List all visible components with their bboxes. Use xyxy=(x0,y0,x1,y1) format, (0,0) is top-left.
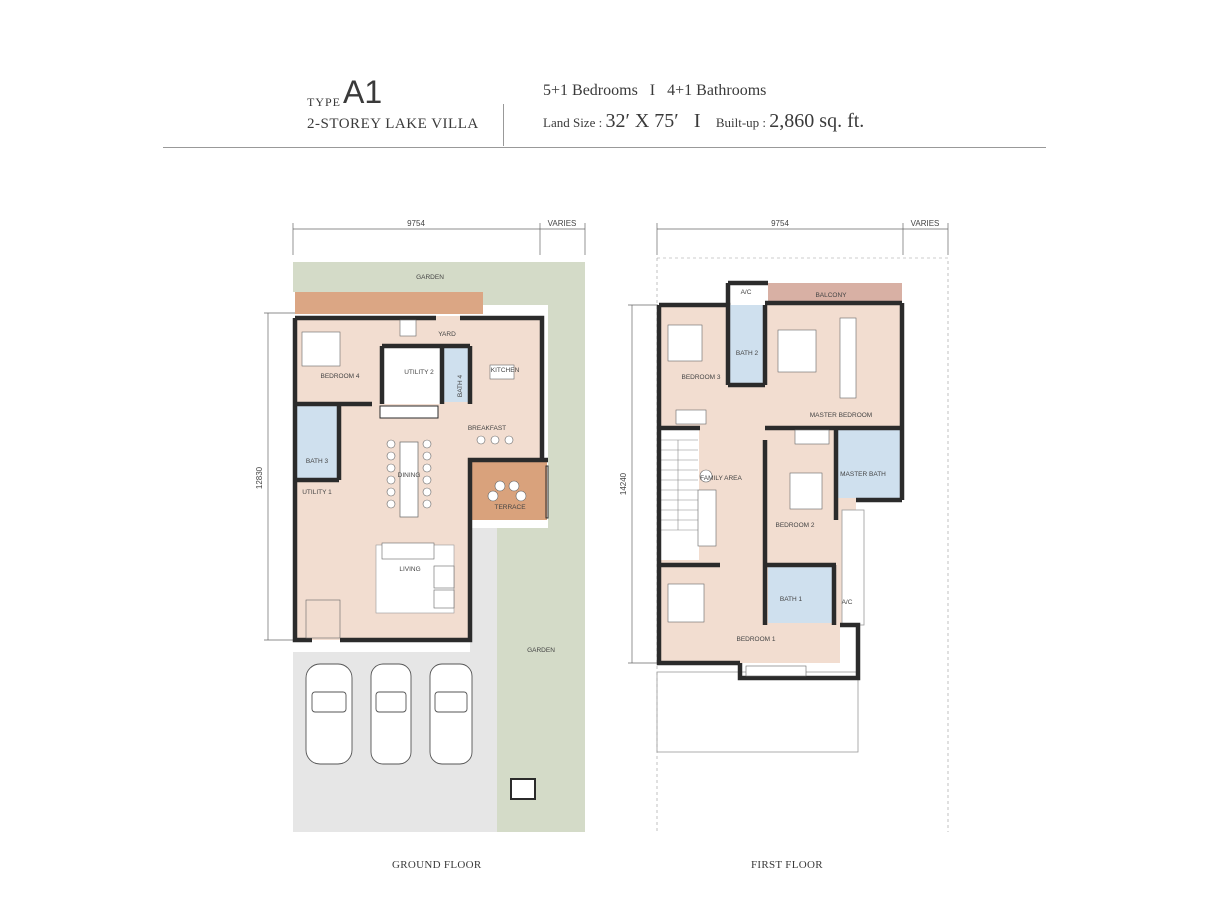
ff-label-master-bath: MASTER BATH xyxy=(840,471,886,478)
gf-label-living: LIVING xyxy=(399,566,420,573)
gf-label-bath4: BATH 4 xyxy=(457,374,464,397)
land-size-value: 32′ X 75′ xyxy=(605,110,679,132)
gf-label-utility1: UTILITY 1 xyxy=(302,489,332,496)
gf-label-utility2: UTILITY 2 xyxy=(404,369,434,376)
header-divider xyxy=(503,104,504,146)
ff-stair-void xyxy=(659,430,699,560)
gf-garden xyxy=(293,262,585,832)
ff-bath1-area xyxy=(768,565,834,623)
separator-2: I xyxy=(693,110,701,132)
villa-subtitle: 2-STOREY LAKE VILLA xyxy=(307,116,479,132)
ff-label-ac-side: A/C xyxy=(842,599,853,606)
gf-dim-width: 9754 xyxy=(407,219,425,228)
gf-label-kitchen: KITCHEN xyxy=(491,367,520,374)
first-floor-plan: 9754 VARIES 14240 xyxy=(619,219,949,832)
first-floor-caption: FIRST FLOOR xyxy=(751,859,823,871)
ff-label-family-area: FAMILY AREA xyxy=(700,475,742,482)
gf-label-breakfast: BREAKFAST xyxy=(468,425,506,432)
ff-dim-width: 9754 xyxy=(771,219,789,228)
ground-floor-plan: 9754 VARIES 12830 xyxy=(255,219,586,832)
ff-label-bedroom3: BEDROOM 3 xyxy=(681,374,720,381)
ff-label-balcony: BALCONY xyxy=(815,292,847,299)
gf-label-bedroom4: BEDROOM 4 xyxy=(320,373,359,380)
ff-walls xyxy=(656,280,905,681)
bedroom-count: 5+1 Bedrooms xyxy=(543,82,638,99)
ff-bath2-area xyxy=(729,305,765,385)
ff-label-master-bedroom: MASTER BEDROOM xyxy=(810,412,872,419)
ff-label-ac-top: A/C xyxy=(741,289,752,296)
gf-bath3-area xyxy=(297,406,339,478)
ff-label-bedroom2: BEDROOM 2 xyxy=(775,522,814,529)
size-info: Land Size : 32′ X 75′ I Built-up : 2,860… xyxy=(543,110,864,133)
gf-label-garden-side: GARDEN xyxy=(527,647,555,654)
gf-walls xyxy=(292,315,548,643)
gf-dim-varies: VARIES xyxy=(548,219,577,228)
land-size-label: Land Size : xyxy=(543,115,603,130)
gf-dim-depth: 12830 xyxy=(255,466,264,489)
ff-dim-depth: 14240 xyxy=(619,472,628,495)
gf-planter-strip xyxy=(295,292,483,314)
built-up-value: 2,860 sq. ft. xyxy=(769,110,865,132)
header-rule xyxy=(163,147,1046,148)
ff-balcony-area xyxy=(768,283,902,303)
ff-label-bath1: BATH 1 xyxy=(780,596,803,603)
gf-bath4-area xyxy=(442,346,470,402)
room-count: 5+1 Bedrooms I 4+1 Bathrooms xyxy=(543,82,766,100)
type-label: TYPE xyxy=(307,95,341,109)
gf-side-path xyxy=(470,528,497,652)
separator: I xyxy=(649,82,656,99)
gf-label-terrace: TERRACE xyxy=(494,504,526,511)
ff-dim-varies: VARIES xyxy=(911,219,940,228)
gf-label-bath3: BATH 3 xyxy=(306,458,329,465)
gf-utility2-area xyxy=(382,346,442,404)
gf-label-dining: DINING xyxy=(398,472,421,479)
ff-label-bedroom1: BEDROOM 1 xyxy=(736,636,775,643)
ff-label-bath2: BATH 2 xyxy=(736,350,759,357)
gf-terrace-area xyxy=(470,462,547,520)
gf-dining-table xyxy=(399,441,419,518)
gf-cars xyxy=(305,663,473,765)
gf-label-garden-top: GARDEN xyxy=(416,274,444,281)
gf-label-yard: YARD xyxy=(438,331,456,338)
ground-floor-caption: GROUND FLOOR xyxy=(392,859,482,871)
header: TYPE A1 2-STOREY LAKE VILLA 5+1 Bedrooms… xyxy=(0,0,1210,160)
bathroom-count: 4+1 Bathrooms xyxy=(667,82,767,99)
type-value: A1 xyxy=(343,74,383,110)
ff-master-bath-area xyxy=(836,428,902,498)
built-up-label: Built-up : xyxy=(715,115,767,130)
